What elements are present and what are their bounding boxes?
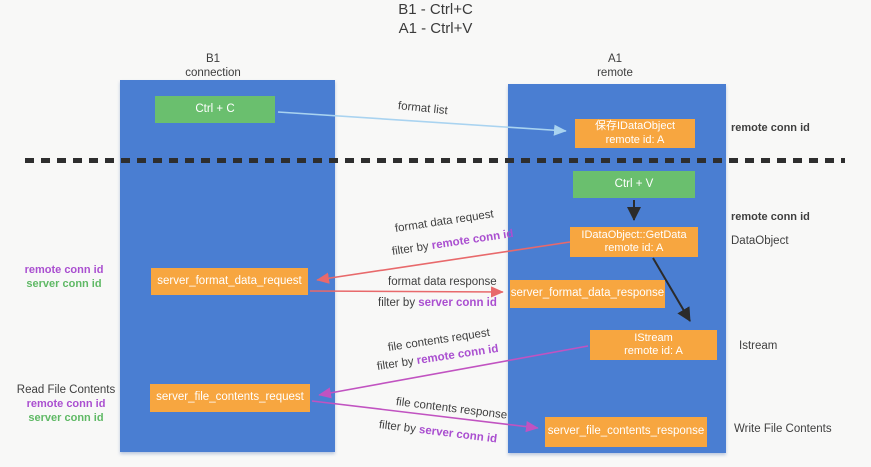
node-server-format-data-response-label: server_format_data_response [510, 287, 665, 300]
node-server-file-contents-request: server_file_contents_request [150, 384, 310, 412]
title-line-1: B1 - Ctrl+C [398, 1, 473, 18]
filter-by-text: filter by [378, 419, 420, 436]
node-istream: IStream remote id: A [590, 330, 717, 360]
left-column-name: B1 [205, 53, 221, 65]
left-column-header: B1 connection [153, 52, 273, 80]
node-idataobject-getdata-line2: remote id: A [604, 242, 664, 254]
label-format-list: format list [397, 100, 449, 118]
node-server-file-contents-request-label: server_file_contents_request [156, 391, 304, 404]
title-line-2: A1 - Ctrl+V [398, 20, 473, 37]
right-column-header: A1 remote [555, 52, 675, 80]
node-ctrl-c-label: Ctrl + C [195, 102, 235, 115]
node-save-idataobject: 保存IDataObject remote id: A [575, 119, 695, 148]
node-server-format-data-request-label: server_format_data_request [157, 274, 302, 287]
arrow-format-data-response [309, 286, 504, 298]
annotation-read-file-contents: Read File Contents [16, 384, 116, 396]
annotation-server-conn-id-bottom-left: server conn id [28, 412, 104, 424]
label-file-contents-response: file contents response [395, 396, 508, 422]
label-format-data-request: format data request [394, 208, 495, 235]
label-format-data-response: format data response [388, 276, 497, 288]
label-format-data-response-filter: filter by server conn id [378, 297, 497, 309]
node-ctrl-v: Ctrl + V [573, 171, 695, 198]
node-server-file-contents-response: server_file_contents_response [545, 417, 707, 447]
node-idataobject-getdata-line1: IDataObject::GetData [581, 228, 687, 241]
node-save-idataobject-line1: 保存IDataObject [594, 120, 676, 132]
node-save-idataobject-line2: remote id: A [605, 133, 665, 146]
remote-conn-id-text: remote conn id [430, 227, 515, 252]
filter-by-text: filter by [376, 355, 418, 373]
annotation-istream: Istream [739, 340, 778, 352]
node-istream-line2: remote id: A [624, 345, 683, 357]
annotation-remote-conn-id-mid: remote conn id [731, 211, 810, 223]
node-ctrl-c: Ctrl + C [155, 96, 275, 123]
annotation-read-file-contents-block: Read File Contents remote conn id server… [14, 383, 118, 425]
node-idataobject-getdata: IDataObject::GetData remote id: A [570, 227, 698, 257]
right-column-role: remote [597, 67, 633, 79]
annotation-server-conn-id-left: server conn id [26, 278, 102, 290]
filter-by-text: filter by [391, 240, 433, 258]
dashed-separator-line [25, 158, 845, 163]
node-server-format-data-response: server_format_data_response [510, 280, 665, 308]
node-istream-line1: IStream [634, 331, 673, 344]
annotation-remote-conn-id-top: remote conn id [731, 122, 810, 134]
left-column-role: connection [185, 67, 241, 79]
filter-by-text: filter by [378, 297, 419, 309]
node-ctrl-v-label: Ctrl + V [614, 177, 654, 190]
annotation-left-conn-ids: remote conn id server conn id [18, 263, 110, 291]
annotation-dataobject: DataObject [731, 235, 789, 247]
node-server-file-contents-response-label: server_file_contents_response [547, 425, 705, 438]
annotation-remote-conn-id-left: remote conn id [24, 264, 104, 276]
server-conn-id-text: server conn id [418, 297, 497, 309]
right-column-name: A1 [607, 53, 623, 65]
label-file-contents-response-filter: filter by server conn id [378, 419, 497, 445]
server-conn-id-text: server conn id [418, 423, 498, 446]
annotation-write-file-contents: Write File Contents [734, 423, 832, 435]
diagram-title: B1 - Ctrl+C A1 - Ctrl+V [0, 0, 871, 38]
node-server-format-data-request: server_format_data_request [151, 268, 308, 295]
annotation-remote-conn-id-bottom-left: remote conn id [26, 398, 106, 410]
